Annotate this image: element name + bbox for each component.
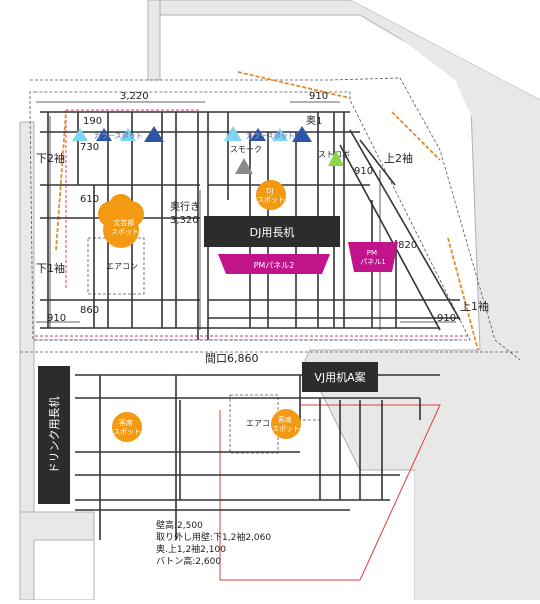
note-line: バトン高:2,600 [156, 555, 221, 567]
color-spot-label-2: カラースポット [246, 132, 295, 140]
zone-left-1: 下1袖 [36, 261, 65, 275]
strobe-triangle [328, 150, 344, 166]
pm-panel-2-label: PMパネル2 [254, 261, 295, 270]
dim-left-spot: 730 [80, 142, 99, 153]
dim-right-mid: ,820 [395, 240, 417, 251]
color-spot-triangle [120, 128, 136, 141]
stage-outline [29, 91, 471, 341]
dim-depth-line1: 奥行き [170, 200, 200, 213]
color-spot-triangle [96, 128, 112, 141]
stage-outer-outline [30, 77, 521, 361]
pm-panel-1-label: PM パネル1 [360, 249, 385, 266]
dim-top-small: 190 [83, 116, 102, 127]
zone-right-1: 上1袖 [460, 299, 489, 313]
drink-table [38, 366, 70, 504]
aircon-label-2: エアコ [246, 419, 270, 428]
dim-bottom-right: 910 [437, 313, 456, 324]
zone-right-2: 上2袖 [384, 151, 413, 165]
dim-depth: 奥行き 3,320 [170, 200, 203, 226]
dj-spot-label: DJ スポット [257, 187, 285, 204]
wall-top-left [147, 0, 161, 81]
bunpo-spot: 文芸部 スポット [98, 194, 144, 248]
color-spot-triangle [224, 126, 242, 141]
note-line: 取り外し用壁:下1,2袖2,060 [156, 531, 271, 543]
color-spot-triangle [144, 126, 164, 142]
shokyaku-spot-2-label: 客席 スポット [272, 415, 300, 433]
pm-panel-1 [348, 242, 398, 272]
color-spot-triangle [250, 128, 266, 141]
dim-left-bottom: 860 [80, 305, 99, 316]
dj-table-label: DJ用長机 [250, 225, 295, 239]
dim-depth-line2: 3,320 [170, 215, 199, 226]
shokyaku-spot-1-label: 客席 スポット [113, 418, 141, 436]
orange-line-left [55, 111, 67, 251]
orange-line-right [391, 111, 441, 161]
note-line: 壁高:2,500 [156, 519, 203, 531]
vj-table-label: VJ用机A案 [314, 370, 365, 384]
dim-right-top: 910 [354, 166, 373, 177]
drink-table-label: ドリンク用長机 [47, 397, 61, 474]
notes: 壁高:2,500 取り外し用壁:下1,2袖2,060 奥.上1,2袖2,100 … [156, 519, 271, 567]
wall-bottom-left-inner [33, 539, 95, 601]
pm-panel-2 [218, 254, 330, 274]
dim-bottom-left: 910 [47, 313, 66, 324]
truss-grid-floor [75, 374, 440, 540]
color-spot-triangle [292, 126, 312, 142]
shokyaku-spot-1: 客席 スポット [112, 412, 142, 442]
audience-red-outline [219, 404, 441, 581]
dim-width-top-right: 910 [309, 91, 328, 102]
dim-center-top: 奥1 [306, 114, 322, 127]
note-line: 奥.上1,2袖2,100 [156, 543, 226, 555]
shokyaku-spot-2: 客席 スポット [271, 409, 301, 439]
smoke-label: スモーク [230, 145, 262, 154]
aircon-label-1: エアコン [106, 262, 138, 271]
dim-left-mid: 610 [80, 194, 99, 205]
wall-right-inner [350, 0, 540, 600]
color-spot-label-1: カラースポット [94, 132, 143, 140]
orange-line-right-low [447, 237, 479, 351]
vj-table [302, 362, 378, 392]
wall-bottom-right [415, 350, 540, 600]
frontage-label: 間口6,860 [205, 352, 259, 365]
bunpo-spot-label: 文芸部 スポット [111, 218, 139, 236]
smoke-triangle [235, 158, 253, 174]
color-spot-triangle [272, 128, 288, 141]
dj-table [204, 216, 340, 247]
color-spot-triangle [72, 128, 88, 141]
zone-left-2: 下2袖 [36, 151, 65, 165]
wall-right [147, 0, 540, 601]
color-spot-group-1: カラースポット [72, 126, 164, 142]
wall-left [19, 121, 35, 604]
dj-spot: DJ スポット [256, 180, 286, 210]
orange-line-top [237, 71, 351, 99]
dim-width-top: 3,220 [120, 91, 149, 102]
color-spot-group-2: カラースポット [224, 126, 312, 142]
